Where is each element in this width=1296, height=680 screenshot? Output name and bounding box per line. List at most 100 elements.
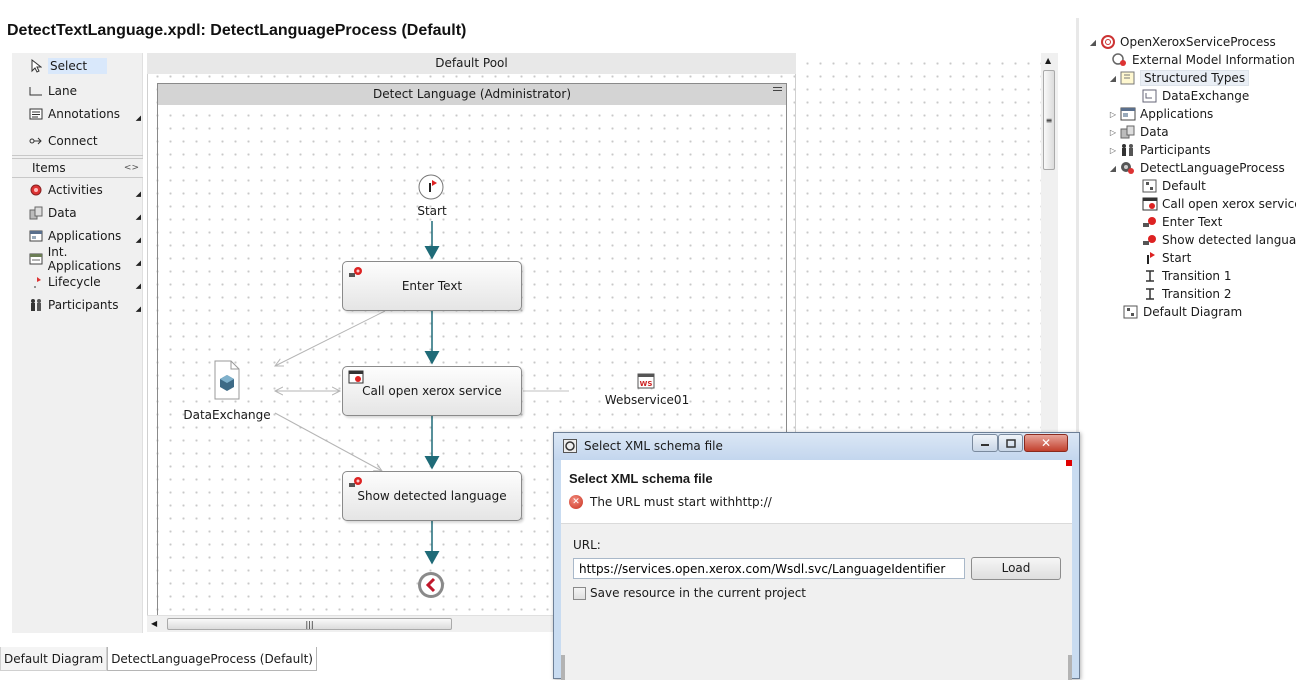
dialog-error-message: ✕ The URL must start withhttp:// <box>569 495 772 509</box>
url-input[interactable] <box>573 558 965 579</box>
tree-item-participants[interactable]: ▷ Participants <box>1109 143 1211 157</box>
eclipse-app-icon <box>563 439 577 453</box>
save-resource-option[interactable]: Save resource in the current project <box>573 586 806 600</box>
lifecycle-icon <box>28 275 44 289</box>
end-event[interactable] <box>417 570 447 600</box>
horizontal-scroll-thumb[interactable]: ||| <box>167 618 452 630</box>
expanded-arrow-icon[interactable]: ◢ <box>1109 163 1117 173</box>
expanded-arrow-icon[interactable]: ◢ <box>1109 73 1117 83</box>
diagram-icon <box>1123 305 1139 319</box>
scroll-left-icon[interactable]: ◀ <box>151 619 158 628</box>
editor-tabs: Default Diagram DetectLanguageProcess (D… <box>0 647 317 671</box>
load-button[interactable]: Load <box>971 557 1061 580</box>
palette-activities-item[interactable]: Activities ◢ <box>12 180 143 200</box>
editor-title: DetectTextLanguage.xpdl: DetectLanguageP… <box>7 22 467 39</box>
palette-items-group[interactable]: Items <> <box>12 158 143 178</box>
palette-participants-item[interactable]: Participants ◢ <box>12 295 143 315</box>
dialog-content: Select XML schema file ✕ The URL must st… <box>561 460 1072 680</box>
collapse-icon[interactable]: <> <box>123 163 139 173</box>
palette-lane-tool[interactable]: Lane <box>12 81 143 101</box>
data-mapping-data-show[interactable] <box>274 412 382 471</box>
tree-item-applications[interactable]: ▷ Applications <box>1109 107 1214 121</box>
pool-header[interactable]: Default Pool <box>147 53 796 74</box>
palette-int-applications-item[interactable]: Int. Applications ◢ <box>12 245 143 273</box>
pool-body[interactable] <box>147 74 796 631</box>
tree-item-enter-text[interactable]: Enter Text <box>1142 213 1222 231</box>
collapsed-arrow-icon[interactable]: ▷ <box>1109 145 1117 155</box>
start-label: Start <box>417 204 447 218</box>
tree-item-transition-2[interactable]: Transition 2 <box>1142 285 1231 303</box>
diagram-icon <box>1142 179 1158 193</box>
dialog-titlebar[interactable]: Select XML schema file ✕ <box>554 433 1079 460</box>
tree-item-transition-1[interactable]: Transition 1 <box>1142 267 1231 285</box>
expanded-arrow-icon[interactable]: ◢ <box>1089 37 1097 47</box>
activity-enter-text[interactable]: Enter Text <box>342 261 522 311</box>
palette-lifecycle-item[interactable]: Lifecycle ◢ <box>12 272 143 292</box>
annotation-icon <box>28 107 44 121</box>
save-resource-checkbox[interactable] <box>573 586 586 600</box>
diagram-connections <box>147 221 569 565</box>
maximize-icon <box>1005 438 1016 448</box>
participants-icon <box>1120 143 1136 157</box>
tab-detectlanguageprocess[interactable]: DetectLanguageProcess (Default) <box>107 647 317 671</box>
palette-data-item[interactable]: Data ◢ <box>12 203 143 223</box>
tree-item-call-service[interactable]: Call open xerox service <box>1142 195 1296 213</box>
dialog-banner: Select XML schema file ✕ The URL must st… <box>561 460 1072 524</box>
canvas-horizontal-scrollbar[interactable]: ◀ ||| <box>147 615 557 632</box>
tree-item-structured-types[interactable]: ◢ Structured Types <box>1108 69 1250 87</box>
tree-item-default[interactable]: Default <box>1142 177 1206 195</box>
activity-show-language[interactable]: Show detected language <box>342 471 522 521</box>
minimize-button[interactable] <box>972 434 998 452</box>
minimize-icon <box>981 444 989 446</box>
more-arrow-icon: ◢ <box>135 282 141 290</box>
tree-item-show-language[interactable]: Show detected language <box>1142 231 1296 249</box>
participants-icon <box>28 298 44 312</box>
palette-select-tool[interactable]: Select <box>12 56 143 76</box>
maximize-button[interactable] <box>998 434 1023 452</box>
vertical-scroll-thumb[interactable]: ≡ <box>1043 70 1055 170</box>
dialog-window-title: Select XML schema file <box>584 439 723 453</box>
tree-item-data[interactable]: ▷ Data <box>1109 125 1169 139</box>
interactive-application-icon <box>28 252 44 266</box>
tree-item-dataexchange[interactable]: DataExchange <box>1142 87 1249 105</box>
manual-activity-icon <box>349 267 362 277</box>
palette: Select Lane Annotations ◢ Connect Items … <box>12 53 143 633</box>
tab-default-diagram[interactable]: Default Diagram <box>0 647 108 671</box>
tree-item-external-model-info[interactable]: External Model Information <box>1112 51 1295 69</box>
webservice-icon: WS <box>637 373 655 389</box>
data-mapping-enter-data[interactable] <box>275 310 386 366</box>
more-arrow-icon: ◢ <box>135 213 141 221</box>
lane-detect-language[interactable]: Detect Language (Administrator) <box>157 83 787 631</box>
palette-applications-item[interactable]: Applications ◢ <box>12 226 143 246</box>
data-icon <box>1120 125 1136 139</box>
application-icon <box>28 229 44 243</box>
arrow-cursor-icon <box>28 59 44 73</box>
more-arrow-icon: ◢ <box>135 114 141 122</box>
activity-call-service[interactable]: Call open xerox service <box>342 366 522 416</box>
palette-annotations-tool[interactable]: Annotations ◢ <box>12 104 143 124</box>
tree-item-openxeroxserviceprocess[interactable]: ◢ OpenXeroxServiceProcess <box>1089 35 1276 49</box>
tree-item-start[interactable]: Start <box>1142 249 1191 267</box>
tree-item-default-diagram[interactable]: Default Diagram <box>1123 303 1242 321</box>
lane-icon <box>28 84 44 98</box>
more-arrow-icon: ◢ <box>135 259 141 267</box>
lane-header[interactable]: Detect Language (Administrator) <box>158 84 786 105</box>
scroll-up-icon[interactable]: ▲ <box>1045 56 1052 65</box>
type-declaration-icon <box>1142 89 1158 103</box>
close-icon: ✕ <box>1040 436 1052 450</box>
collapsed-arrow-icon[interactable]: ▷ <box>1109 127 1117 137</box>
collapsed-arrow-icon[interactable]: ▷ <box>1109 109 1117 119</box>
data-exchange-node[interactable] <box>214 360 240 400</box>
application-activity-icon <box>348 370 364 384</box>
palette-connect-tool[interactable]: Connect <box>12 131 143 151</box>
data-exchange-label: DataExchange <box>183 408 271 422</box>
tree-item-detectlanguageprocess[interactable]: ◢ DetectLanguageProcess <box>1109 161 1285 175</box>
structured-types-icon <box>1120 71 1136 85</box>
close-button[interactable]: ✕ <box>1024 434 1068 452</box>
more-arrow-icon: ◢ <box>135 236 141 244</box>
start-event[interactable] <box>417 173 447 201</box>
webservice-node[interactable]: WS <box>637 373 655 389</box>
external-model-icon <box>1112 53 1128 67</box>
start-event-icon <box>1142 251 1158 265</box>
minimize-icon[interactable] <box>773 87 782 91</box>
